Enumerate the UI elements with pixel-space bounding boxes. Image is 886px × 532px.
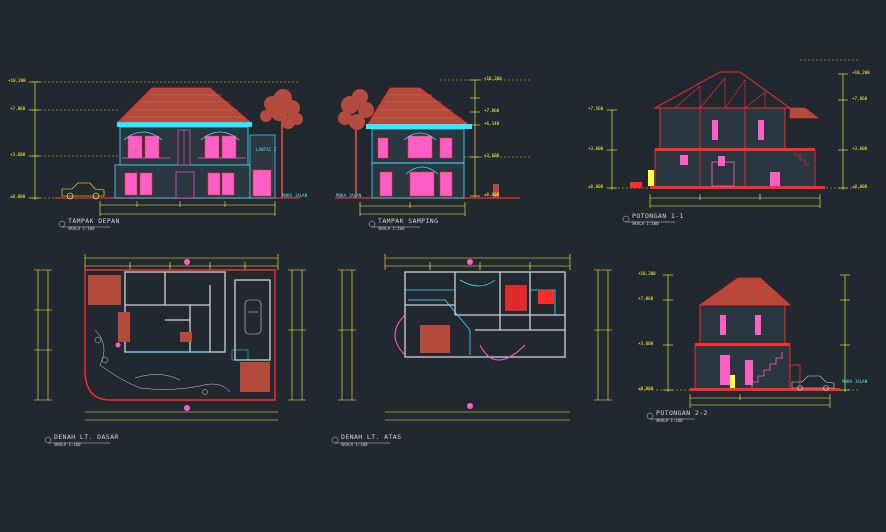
- ground-plan-scale: SKALA 1:100: [54, 442, 81, 447]
- upper-plan-scale: SKALA 1:100: [341, 442, 368, 447]
- side-level-label: +10,200: [484, 76, 502, 81]
- front-level-note: LANTAI 2: [256, 147, 277, 152]
- section1-level-label: +3,600: [588, 146, 604, 151]
- section2-level-label: +3,600: [638, 341, 654, 346]
- side-level-label: +7,860: [484, 108, 500, 113]
- section-1-1: [607, 59, 860, 208]
- upper-plan-title: DENAH LT. ATAS: [341, 433, 402, 441]
- side-elevation-title: TAMPAK SAMPING: [378, 217, 439, 225]
- section-1-scale: SKALA 1:100: [632, 221, 659, 226]
- side-elevation: [335, 79, 530, 216]
- front-level-label: +10,200: [8, 78, 26, 83]
- section1-level-label: +3,600: [852, 146, 868, 151]
- section1-level-label: +7,560: [588, 106, 604, 111]
- section-2-2: [640, 274, 860, 408]
- section2-level-label: ±0,000: [638, 386, 654, 391]
- ground-floor-plan: [34, 254, 306, 421]
- front-level-label: +3,600: [10, 152, 26, 157]
- section1-level-label: +7,860: [852, 96, 868, 101]
- section1-level-label: +10,200: [852, 70, 870, 75]
- section-2-scale: SKALA 1:100: [656, 418, 683, 423]
- side-level-note: MUKA JALAN: [336, 193, 362, 198]
- section2-level-label: +7,860: [638, 296, 654, 301]
- side-level-label: ±0,000: [484, 192, 500, 197]
- section2-level-note: MUKA JALAN: [842, 379, 868, 384]
- side-elevation-scale: SKALA 1:100: [378, 226, 405, 231]
- section-2-title: POTONGAN 2-2: [656, 409, 708, 417]
- front-level-label: ±0,000: [10, 194, 26, 199]
- front-elevation-scale: SKALA 1:100: [68, 226, 95, 231]
- section1-level-label: ±0,000: [852, 184, 868, 189]
- section2-level-label: +10,200: [638, 271, 656, 276]
- side-level-label: +6,140: [484, 121, 500, 126]
- section1-level-label: ±0,000: [588, 184, 604, 189]
- front-elevation-title: TAMPAK DEPAN: [68, 217, 120, 225]
- upper-floor-plan: [338, 254, 612, 421]
- front-elevation: [28, 81, 303, 216]
- section-1-title: POTONGAN 1-1: [632, 212, 684, 220]
- front-level-note: MUKA JALAN: [282, 193, 308, 198]
- front-level-label: +7,860: [10, 106, 26, 111]
- side-level-label: +3,600: [484, 153, 500, 158]
- ground-plan-title: DENAH LT. DASAR: [54, 433, 119, 441]
